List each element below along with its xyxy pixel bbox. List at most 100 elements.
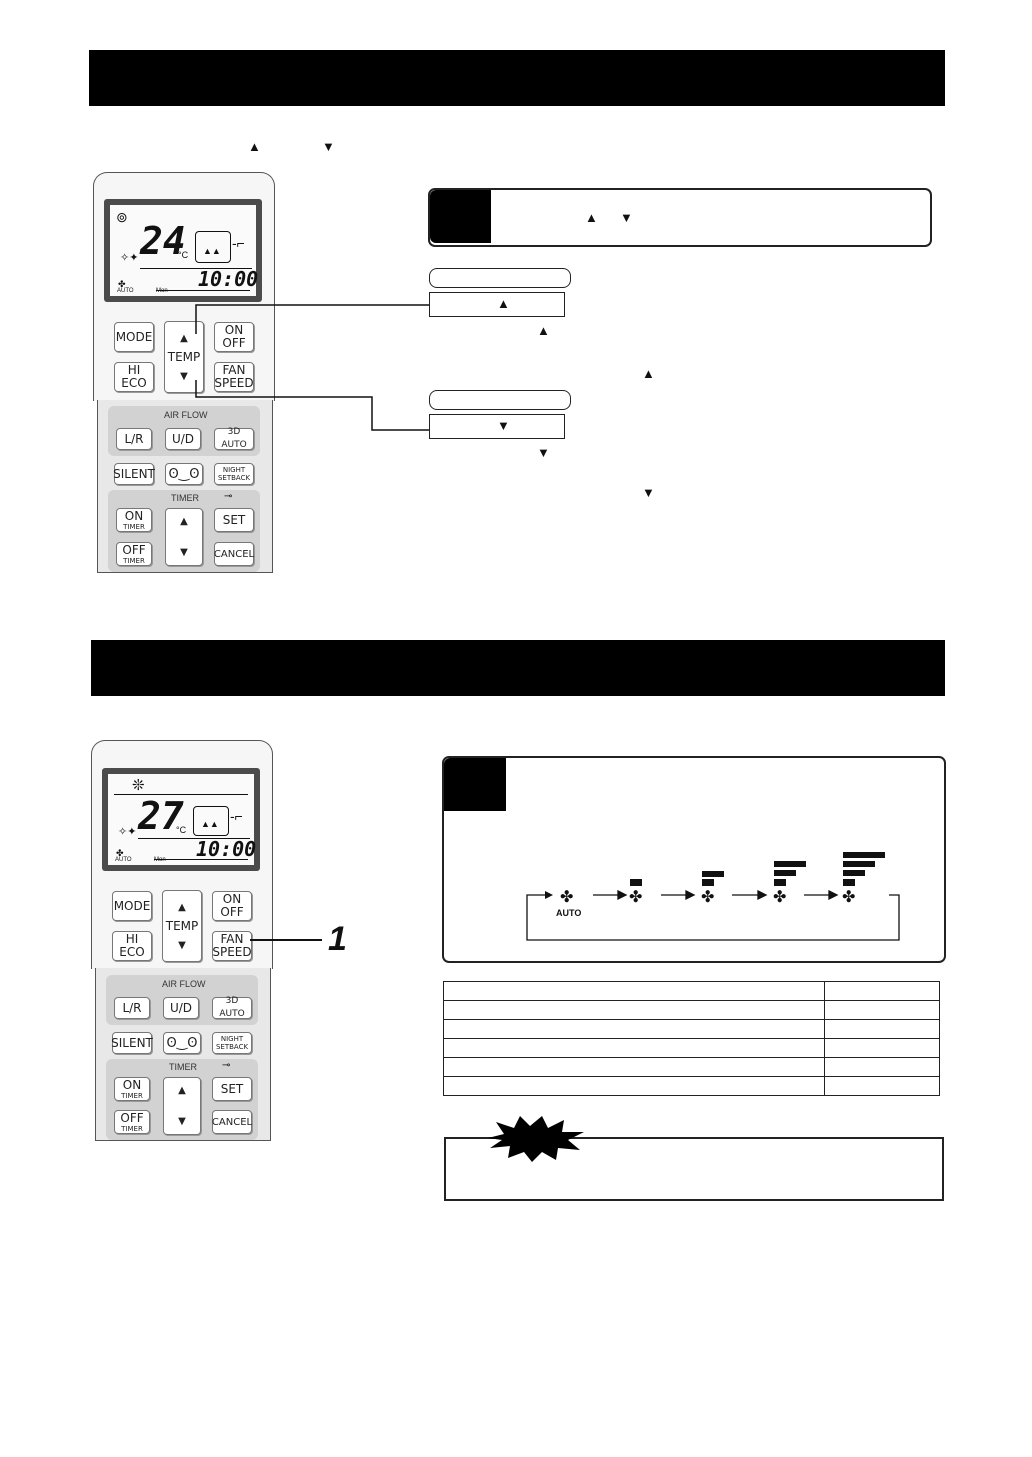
3d-auto-button-2[interactable]: 3D AUTO <box>212 996 252 1019</box>
lower-down-arrow-icon-2: ▼ <box>642 485 655 500</box>
svg-text:✤: ✤ <box>842 887 855 906</box>
fan-level-4-icon: ✤ <box>842 852 885 906</box>
temp-rocker-button[interactable]: ▲ TEMP ▼ <box>164 321 204 393</box>
mode-button[interactable]: MODE <box>114 322 154 352</box>
loop-back-line <box>526 894 900 941</box>
economy-face-button-2[interactable]: ʘ‿ʘ <box>163 1032 201 1054</box>
step-number-block-2 <box>444 758 506 811</box>
svg-text:✤: ✤ <box>701 887 714 906</box>
day-label-2: Mon <box>154 857 166 863</box>
table-row <box>443 981 940 1001</box>
lcd-screen: ⊚ 24 °C ✧✦ ▲▲ -⌐ 10:00 ✤ AUTO Mon <box>110 205 259 296</box>
lr-button[interactable]: L/R <box>116 428 152 450</box>
set-button[interactable]: SET <box>214 508 254 532</box>
label-pill-lower <box>429 390 571 410</box>
fan-level-2-icon: ✤ <box>701 871 724 906</box>
section-header-bar-temperature <box>89 50 945 106</box>
temperature-display-2: 27 <box>138 794 184 838</box>
face-icon: ʘ‿ʘ <box>168 466 200 482</box>
louver-indicator: ▲▲ <box>195 231 231 263</box>
sparkle-icon: ✧✦ <box>120 252 139 264</box>
step-box-fan-speed <box>442 756 946 963</box>
fan-level-1-icon: ✤ <box>629 879 642 906</box>
raise-up-arrow-icon-2: ▲ <box>642 366 655 381</box>
fan-speed-table <box>443 981 940 1096</box>
sequence-arrows <box>593 889 839 901</box>
table-row <box>443 1000 940 1020</box>
step-up-arrow-icon: ▲ <box>585 210 598 225</box>
key-lock-icon-2: ⊸ <box>222 1060 231 1071</box>
fan-icon: ✤ <box>118 279 126 289</box>
lr-button-2[interactable]: L/R <box>114 997 150 1019</box>
silent-button[interactable]: SILENT <box>113 463 155 485</box>
fan-level-3-icon: ✤ <box>773 861 806 906</box>
economy-face-button[interactable]: ʘ‿ʘ <box>165 463 203 485</box>
sparkle-icon-2: ✧✦ <box>118 826 137 838</box>
cool-mode-icon: ❊ <box>132 777 145 794</box>
table-row <box>443 1057 940 1077</box>
step-down-arrow-icon: ▼ <box>620 210 633 225</box>
svg-text:✤: ✤ <box>773 887 786 906</box>
louver-indicator-2: ▲▲ <box>193 806 229 836</box>
fan-mode-label-2: AUTO <box>115 857 132 863</box>
intro-up-arrow-icon: ▲ <box>248 139 261 154</box>
temp-down-icon[interactable]: ▼ <box>180 370 188 382</box>
label-pill-raise <box>429 268 571 288</box>
swing-icon-2: -⌐ <box>230 808 243 824</box>
day-label: Mon <box>156 288 168 294</box>
down-button-tag: ▼ <box>429 414 565 439</box>
timer-label-2: TIMER <box>169 1062 197 1072</box>
callout-number: 1 <box>328 920 347 958</box>
fan-auto-icon: ✤ <box>560 887 573 906</box>
mode-button-2[interactable]: MODE <box>112 891 152 921</box>
lcd-divider-line <box>140 268 252 269</box>
temp-rocker-button-2[interactable]: ▲ TEMP ▼ <box>162 890 202 962</box>
temperature-unit-2: °C <box>176 825 187 835</box>
clock-display: 10:00 <box>198 267 259 291</box>
key-lock-icon: ⊸ <box>224 491 233 502</box>
ud-button[interactable]: U/D <box>165 428 201 450</box>
swing-icon: -⌐ <box>232 235 245 251</box>
note-starburst-icon <box>488 1116 584 1162</box>
lower-down-arrow-icon: ▼ <box>537 445 550 460</box>
set-button-2[interactable]: SET <box>212 1077 252 1101</box>
ud-button-2[interactable]: U/D <box>163 997 199 1019</box>
air-flow-label-2: AIR FLOW <box>162 979 206 989</box>
temperature-unit: °C <box>178 250 189 260</box>
fan-auto-label: AUTO <box>556 908 581 918</box>
mode-auto-icon: ⊚ <box>116 209 128 225</box>
temp-up-icon[interactable]: ▲ <box>180 332 188 344</box>
table-row <box>443 1076 940 1096</box>
cancel-button-2[interactable]: CANCEL <box>212 1110 252 1134</box>
svg-text:✤: ✤ <box>629 887 642 906</box>
timer-updown-button[interactable]: ▲▼ <box>165 508 203 566</box>
timer-updown-button-2[interactable]: ▲▼ <box>163 1077 201 1135</box>
fan-mode-label: AUTO <box>117 288 134 294</box>
lcd-bottom-line <box>156 290 250 291</box>
up-button-tag: ▲ <box>429 292 565 317</box>
3d-auto-button[interactable]: 3D AUTO <box>214 427 254 450</box>
face-icon-2: ʘ‿ʘ <box>166 1035 198 1051</box>
raise-up-arrow-icon: ▲ <box>537 323 550 338</box>
lcd-screen-2: ❊ 27 °C ✧✦ ▲▲ -⌐ 10:00 ✤ AUTO Mon <box>108 774 256 865</box>
section-header-bar-fan-speed <box>91 640 945 696</box>
step-number-block <box>430 190 491 243</box>
temperature-display: 24 <box>140 219 186 263</box>
intro-down-arrow-icon: ▼ <box>322 139 335 154</box>
timer-label: TIMER <box>171 493 199 503</box>
cancel-button[interactable]: CANCEL <box>214 542 254 566</box>
lcd-divider-line-2 <box>138 838 250 839</box>
silent-button-2[interactable]: SILENT <box>111 1032 153 1054</box>
